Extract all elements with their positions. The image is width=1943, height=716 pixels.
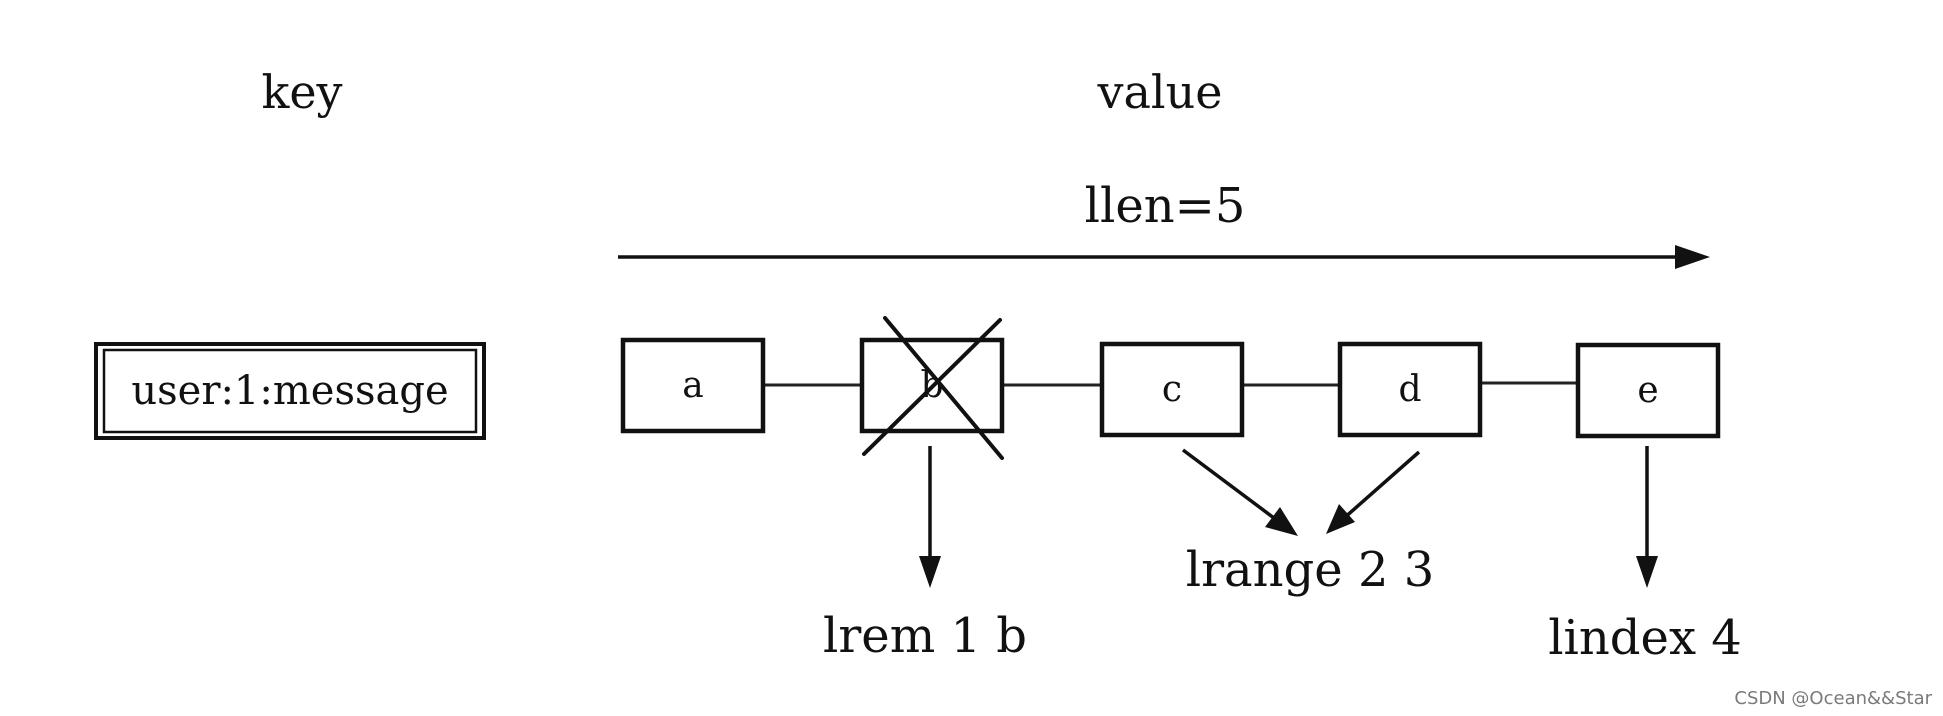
list-node-d: d [1337, 341, 1483, 438]
key-name: user:1:message [131, 368, 448, 414]
key-header: key [261, 65, 342, 119]
length-arrow [618, 245, 1710, 269]
list-node-a: a [620, 337, 766, 434]
list-node-e: e [1575, 342, 1721, 439]
lrange-label: lrange 2 3 [1186, 542, 1435, 598]
lindex-label: lindex 4 [1548, 610, 1742, 666]
watermark-text: CSDN @Ocean&&Star [1734, 688, 1932, 709]
list-node-label: c [1162, 369, 1182, 410]
lrem-arrow [919, 446, 941, 588]
list-node-c: c [1099, 341, 1245, 438]
list-node-label: a [682, 365, 703, 406]
lrem-label: lrem 1 b [823, 608, 1027, 664]
list-node-label: d [1398, 369, 1421, 410]
list-links [763, 381, 1578, 387]
length-label: llen=5 [1085, 178, 1246, 234]
value-header: value [1097, 65, 1223, 119]
lrange-arrows [1181, 448, 1421, 536]
removed-cross-mark [862, 316, 1004, 460]
lindex-arrow [1636, 446, 1658, 588]
key-box: user:1:message [94, 342, 486, 440]
list-node-label: e [1637, 370, 1658, 411]
